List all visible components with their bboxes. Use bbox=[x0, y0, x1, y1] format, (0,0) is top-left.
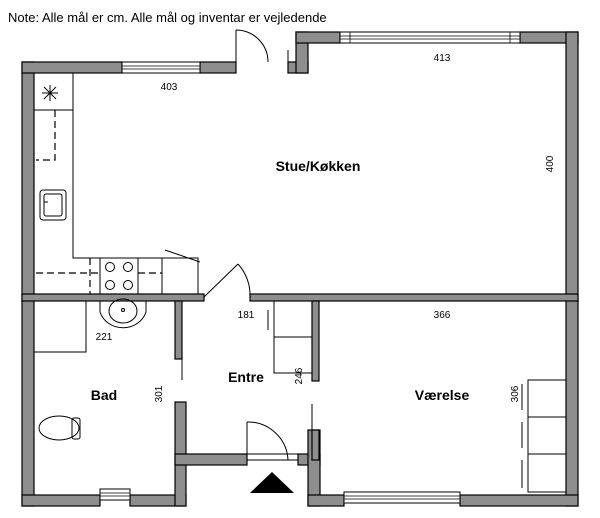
kitchen-counter bbox=[34, 72, 199, 295]
extractor-fan-icon bbox=[42, 85, 58, 101]
windows bbox=[99, 31, 521, 504]
dim-living-left: 403 bbox=[161, 82, 178, 93]
dim-entry-depth: 246 bbox=[294, 367, 305, 384]
sink-icon bbox=[39, 189, 67, 221]
dim-bedroom-width: 366 bbox=[434, 310, 451, 321]
toilet-icon bbox=[38, 415, 81, 441]
interior-walls bbox=[21, 293, 579, 461]
dim-entry-width: 181 bbox=[238, 310, 255, 321]
plan-note: Note: Alle mål er cm. Alle mål og invent… bbox=[8, 10, 327, 25]
bath-cabinet bbox=[34, 301, 87, 353]
entrance-arrow-icon bbox=[250, 472, 294, 493]
room-label-entry: Entre bbox=[228, 369, 264, 385]
room-label-bath: Bad bbox=[91, 387, 117, 403]
bedroom-wardrobe bbox=[521, 379, 567, 493]
dim-living-right: 413 bbox=[434, 53, 451, 64]
dim-bath-depth: 301 bbox=[154, 385, 165, 402]
outer-walls bbox=[21, 31, 579, 507]
washbasin-icon bbox=[99, 298, 147, 329]
room-label-living: Stue/Køkken bbox=[276, 158, 361, 174]
room-label-bedroom: Værelse bbox=[415, 387, 470, 403]
stove-icon bbox=[99, 257, 139, 295]
doors bbox=[164, 29, 319, 461]
dim-living-depth: 400 bbox=[545, 155, 556, 172]
dim-bath-width: 221 bbox=[96, 332, 113, 343]
entry-closet bbox=[267, 300, 313, 374]
dim-bedroom-depth: 306 bbox=[510, 385, 521, 402]
